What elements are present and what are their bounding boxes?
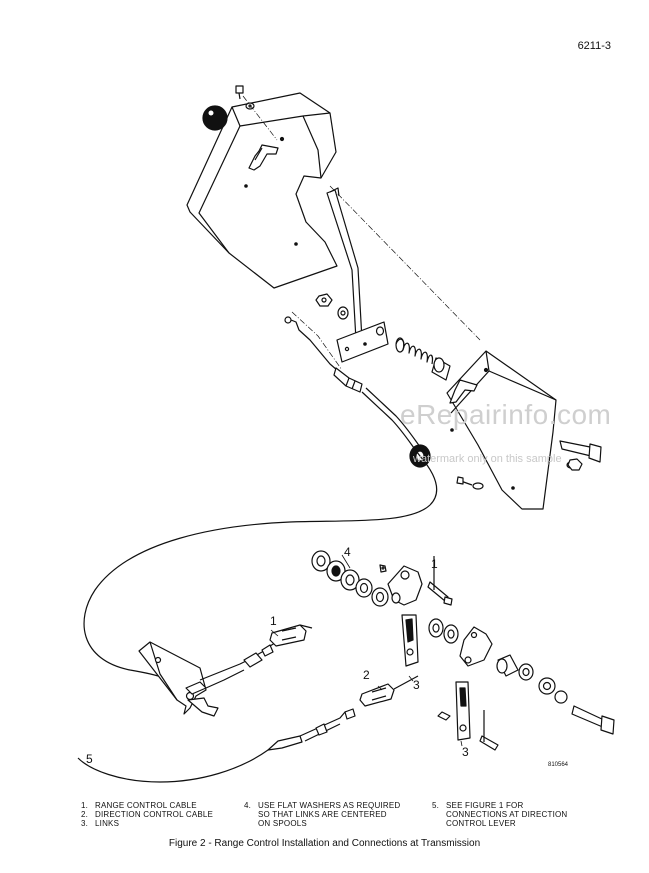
watermark-subtext: watermark only on this sample [413,453,562,465]
clevis-2 [359,675,419,707]
exploded-diagram [77,85,615,783]
legend-column-1: 1.RANGE CONTROL CABLE 2.DIRECTION CONTRO… [81,801,241,828]
cable-end-upper [284,316,363,393]
callout-3-lower: 3 [462,745,469,759]
page-number: 6211-3 [577,40,611,52]
lever-nut [315,293,349,320]
shift-knob [202,105,228,131]
legend-item: 3.LINKS [81,819,120,828]
callout-4: 4 [344,545,351,559]
direction-cable [77,749,269,783]
legend-item: 5.SEE FIGURE 1 FOR [432,801,524,810]
range-cable [83,391,438,691]
direction-cable-end [267,708,356,751]
figure-caption: Figure 2 - Range Control Installation an… [168,838,481,849]
legend-item: 4.USE FLAT WASHERS AS REQUIRED [244,801,401,810]
spool-bolt [427,556,453,606]
callout-5: 5 [86,752,93,766]
legend-column-2: 4.USE FLAT WASHERS AS REQUIRED SO THAT L… [244,801,414,828]
legend-column-3: 5.SEE FIGURE 1 FOR CONNECTIONS AT DIRECT… [432,801,602,828]
drawing-number: 810564 [548,762,569,768]
callout-2: 2 [363,668,370,682]
callout-1-bolt: 1 [431,557,438,571]
legend-item: 1.RANGE CONTROL CABLE [81,801,197,810]
callout-3-upper: 3 [413,678,420,692]
bushing [431,357,451,381]
spool-top [387,565,423,606]
console-housing [186,92,338,289]
watermark: eRepairinfo.com [400,399,612,430]
link-lower [437,681,499,751]
selector-plate [446,350,557,510]
spool-lower [459,626,615,735]
spring [395,337,434,365]
plate-screw [456,476,484,490]
link-upper [401,614,459,667]
plate-bolt [559,440,602,471]
callout-1-clevis: 1 [270,614,277,628]
cable-bracket [138,641,219,717]
shift-lever [326,187,389,363]
clevis-1 [269,624,313,647]
washer-stack [311,550,389,607]
legend-item: 2.DIRECTION CONTROL CABLE [81,810,214,819]
